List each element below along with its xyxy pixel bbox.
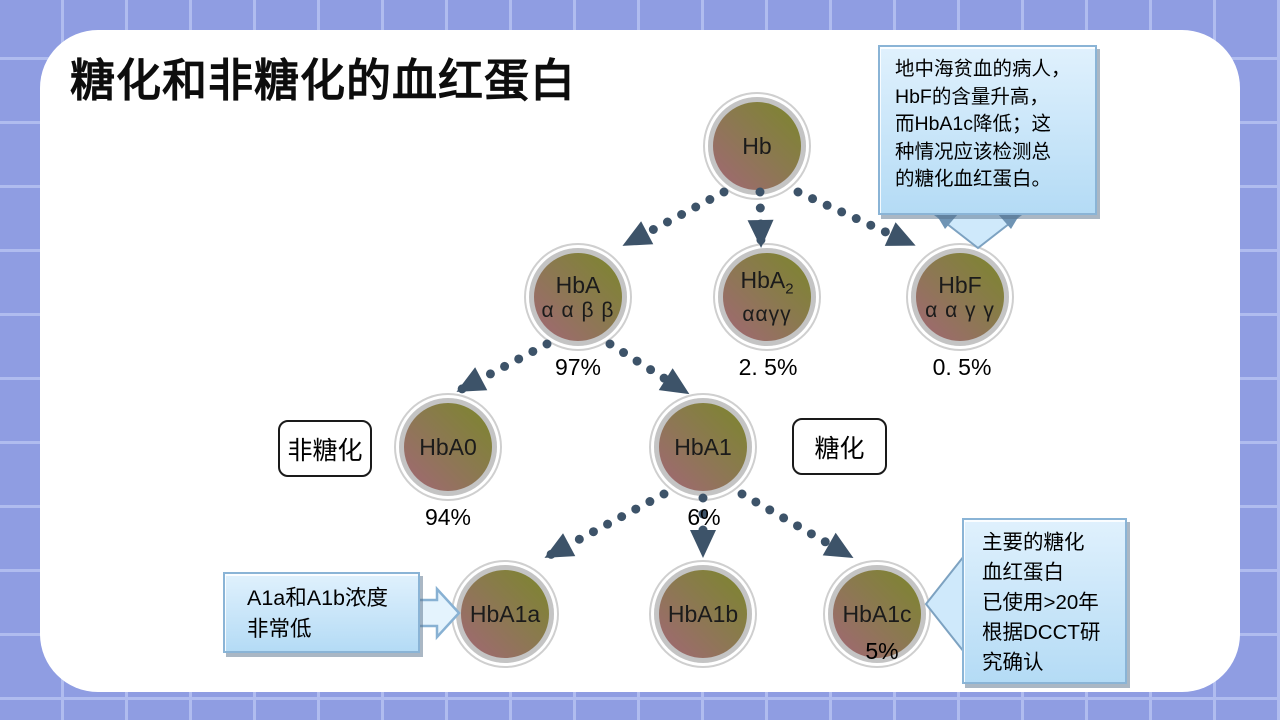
node-hb-label: Hb: [742, 133, 772, 159]
node-hba1c-label: HbA1c: [842, 601, 912, 627]
label-non-glycated: 非糖化: [278, 420, 372, 477]
percent-hba1: 6%: [687, 504, 721, 530]
percent-hba2: 2. 5%: [738, 354, 798, 380]
callout-thalassemia: 地中海贫血的病人， HbF的含量升高， 而HbA1c降低；这 种情况应该检测总 …: [878, 45, 1097, 215]
node-hba1: HbA1: [654, 398, 752, 496]
percent-hba: 97%: [554, 354, 602, 380]
node-hba2: HbA2 ααγγ: [718, 248, 816, 346]
node-hba1-label: HbA1: [674, 434, 732, 460]
node-hba2-subscript: 2: [785, 280, 794, 298]
callout-dcct: 主要的糖化 血红蛋白 已使用>20年 根据DCCT研 究确认: [962, 518, 1127, 684]
node-hba1c: HbA1c: [828, 565, 926, 663]
callout-a1a-a1b: A1a和A1b浓度 非常低: [223, 572, 420, 653]
node-hba2-label-text: HbA: [740, 266, 786, 293]
node-hba2-label: HbA2: [740, 267, 793, 303]
percent-hba1c: 5%: [865, 638, 899, 664]
node-hba1a: HbA1a: [456, 565, 554, 663]
node-hba1a-label: HbA1a: [469, 601, 541, 627]
node-hba1b-label: HbA1b: [667, 601, 739, 627]
percent-hbf: 0. 5%: [932, 354, 992, 380]
node-hb: Hb: [708, 97, 806, 195]
node-hba-chains: α α β β: [541, 298, 615, 322]
label-glycated: 糖化: [792, 418, 887, 475]
node-hba2-chains: ααγγ: [742, 303, 792, 327]
node-hbf-label: HbF: [938, 271, 982, 298]
node-hbf-chains: α α γ γ: [925, 298, 995, 322]
node-hba: HbA α α β β: [529, 248, 627, 346]
slide-title: 糖化和非糖化的血红蛋白: [70, 55, 577, 106]
node-hba0: HbA0: [399, 398, 497, 496]
node-hba0-label: HbA0: [419, 434, 477, 460]
node-hba-label: HbA: [555, 271, 601, 298]
node-hba1b: HbA1b: [654, 565, 752, 663]
node-hbf: HbF α α γ γ: [911, 248, 1009, 346]
percent-hba0: 94%: [424, 504, 472, 530]
